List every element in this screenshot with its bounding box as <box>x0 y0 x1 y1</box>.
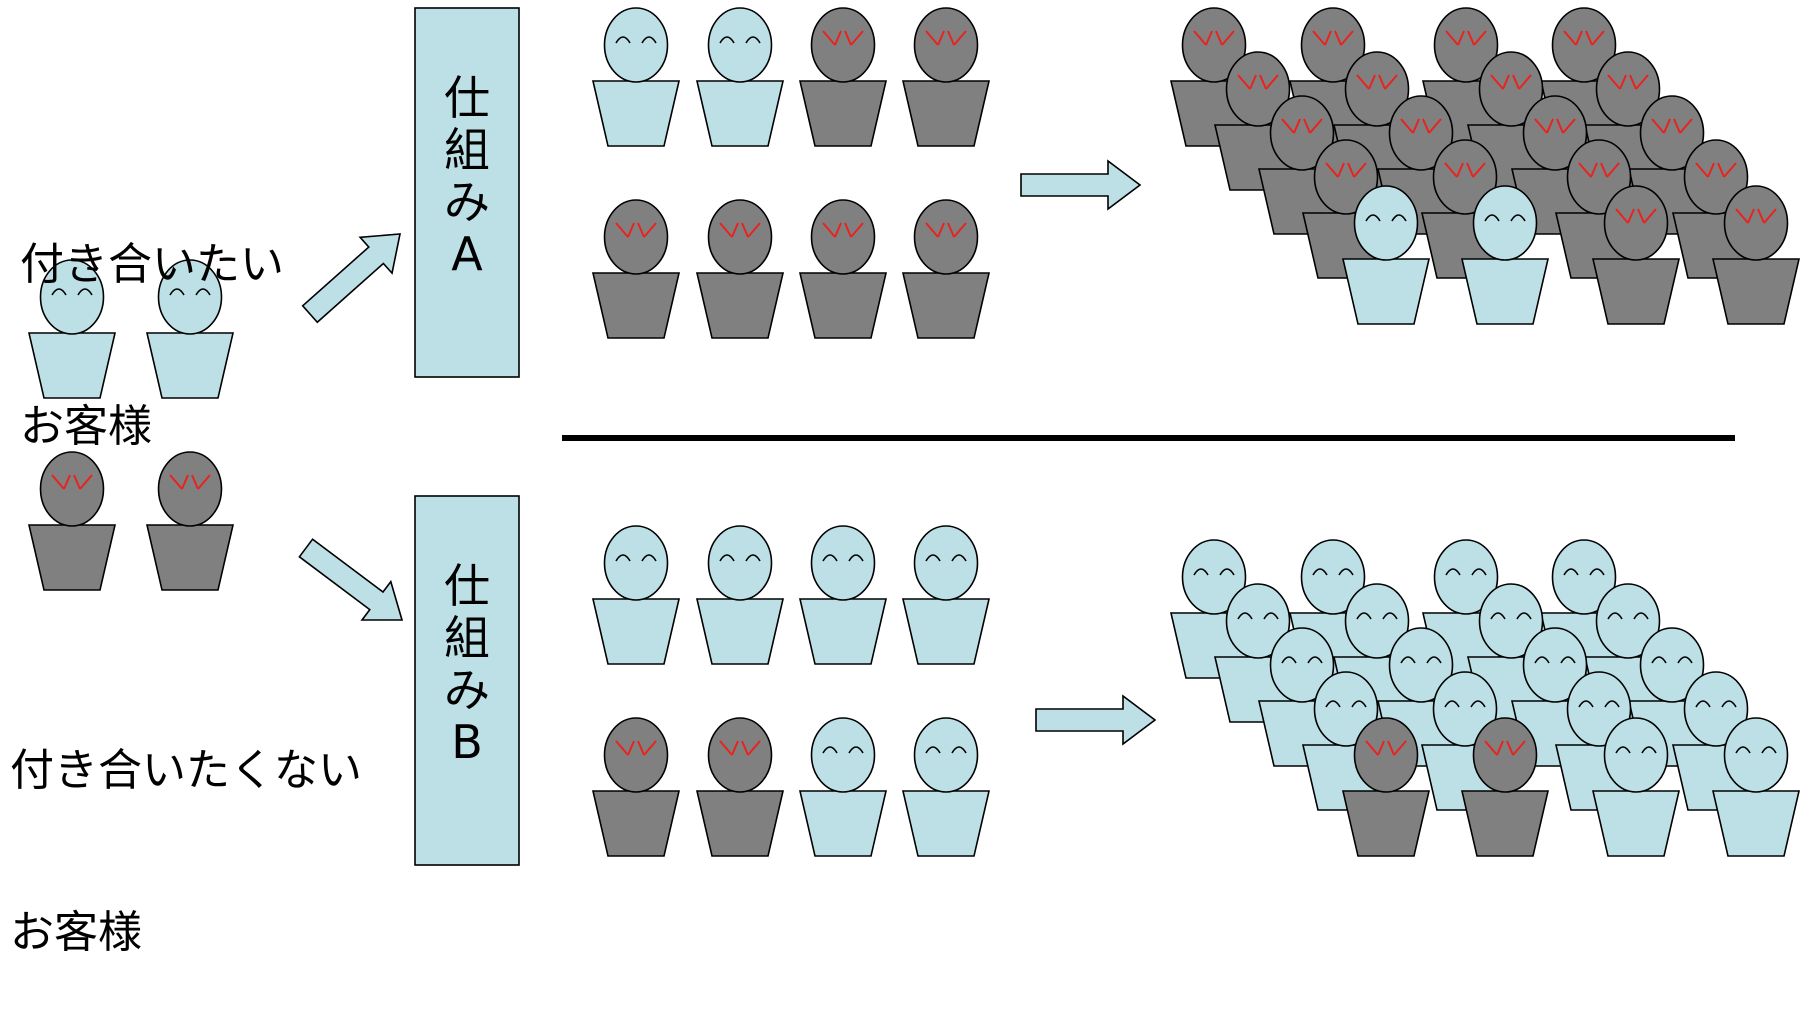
mechanism-a-box <box>414 7 520 378</box>
arrow-to-crowd-b <box>1035 694 1157 746</box>
mechanism-a-result-person <box>901 7 991 147</box>
mechanism-b-result-person <box>695 717 785 857</box>
mechanism-a-char-4: A <box>451 227 483 281</box>
mechanism-a-result-person <box>798 199 888 339</box>
source-bad-person <box>27 451 117 591</box>
mechanism-b-result-person <box>901 525 991 665</box>
mechanism-a-char-3: み <box>444 175 490 229</box>
mechanism-a-crowd-person <box>1460 185 1550 325</box>
mechanism-a-char-1: 仕 <box>444 71 490 125</box>
unwanted-customers-line-2: お客様 <box>10 907 142 958</box>
mechanism-b-char-2: 組 <box>444 611 490 665</box>
customer-mechanism-diagram <box>27 7 1801 866</box>
arrow-to-mechanism-a <box>301 233 401 324</box>
source-bad-person <box>145 451 235 591</box>
mechanism-a-crowd-person <box>1341 185 1431 325</box>
mechanism-b-result-person <box>798 717 888 857</box>
unwanted-customers-label: 付き合いたくない お客様 <box>10 636 362 1014</box>
want-customers-line-1: 付き合いたい <box>20 239 284 290</box>
mechanism-b-crowd-person <box>1591 717 1681 857</box>
mechanism-b-crowd-person <box>1341 717 1431 857</box>
arrow-to-mechanism-b <box>298 538 404 621</box>
want-customers-line-2: お客様 <box>20 401 152 452</box>
mechanism-b-char-1: 仕 <box>444 559 490 613</box>
mechanism-a-result-person <box>591 7 681 147</box>
unwanted-customers-line-1: 付き合いたくない <box>10 745 362 796</box>
mechanism-a-result-person <box>695 7 785 147</box>
source-good-person <box>145 259 235 399</box>
mechanism-a-crowd-person <box>1711 185 1801 325</box>
mechanism-a-result-person <box>695 199 785 339</box>
mechanism-a-char-2: 組 <box>444 123 490 177</box>
mechanism-b-result-person <box>591 525 681 665</box>
mechanism-a-result-person <box>901 199 991 339</box>
mechanism-a-label: 仕 組 み A <box>415 72 519 280</box>
mechanism-b-result-person <box>591 717 681 857</box>
arrow-to-crowd-a <box>1020 159 1142 211</box>
mechanism-b-crowd-person <box>1460 717 1550 857</box>
mechanism-b-result-person <box>798 525 888 665</box>
mechanism-b-char-3: み <box>444 663 490 717</box>
mechanism-b-box <box>414 495 520 866</box>
mechanism-a-result-person <box>591 199 681 339</box>
mechanism-a-result-person <box>798 7 888 147</box>
mechanism-b-label: 仕 組 み B <box>415 560 519 768</box>
mechanism-a-crowd-person <box>1591 185 1681 325</box>
want-customers-label: 付き合いたい お客様 <box>20 130 284 508</box>
mechanism-b-crowd-person <box>1711 717 1801 857</box>
mechanism-b-result-person <box>901 717 991 857</box>
mechanism-b-result-person <box>695 525 785 665</box>
source-good-person <box>27 259 117 399</box>
mechanism-b-char-4: B <box>451 715 483 769</box>
